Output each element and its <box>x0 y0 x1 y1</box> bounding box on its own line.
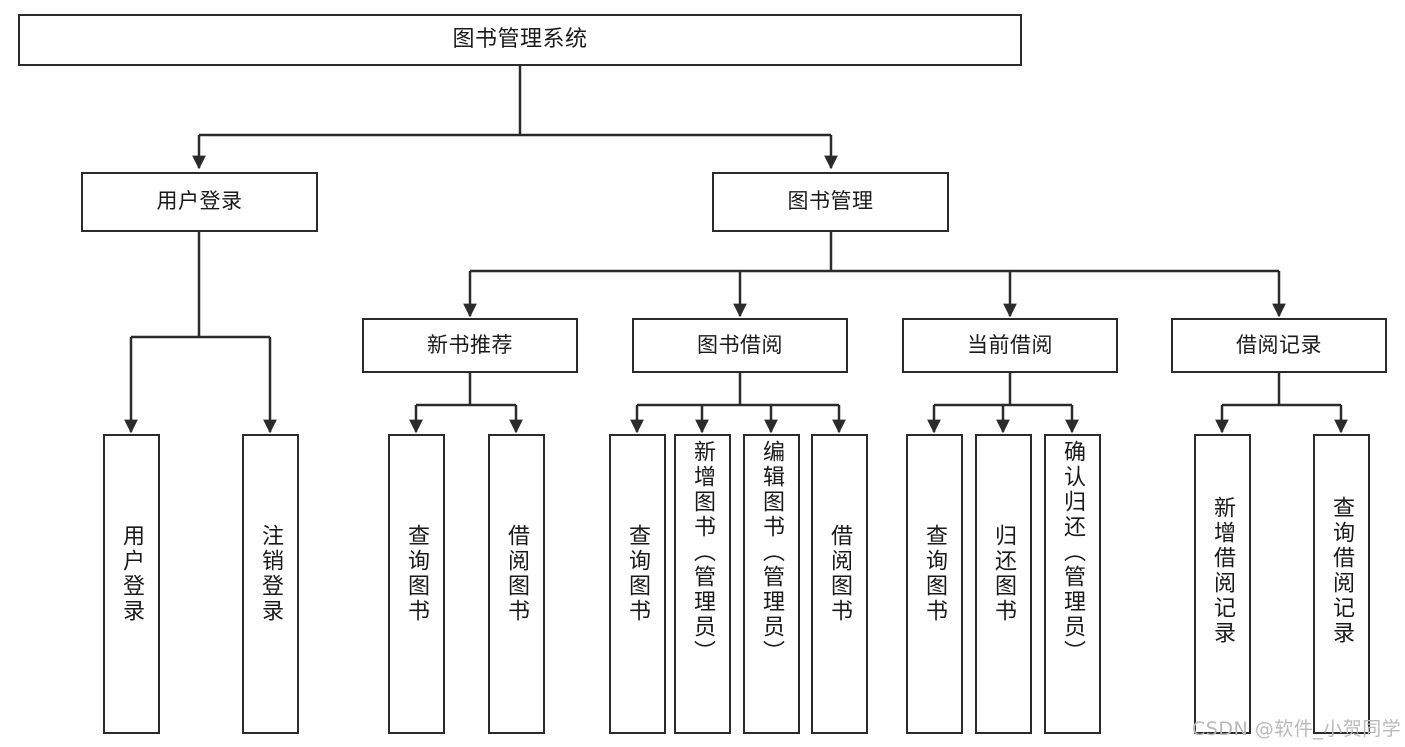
node-current-borrow[interactable]: 当前借阅 <box>902 318 1118 373</box>
node-label: 用户登录 <box>119 524 145 624</box>
node-label: 借阅记录 <box>1236 332 1322 357</box>
node-label: 图书管理 <box>787 189 874 214</box>
leaf-user-login[interactable]: 用户登录 <box>103 434 160 734</box>
node-label: 用户登录 <box>156 189 243 214</box>
node-label: 新书推荐 <box>427 332 513 357</box>
node-user-login[interactable]: 用户登录 <box>81 172 318 232</box>
node-root-system[interactable]: 图书管理系统 <box>18 14 1022 66</box>
node-label: 借阅图书 <box>504 524 530 624</box>
leaf-current-confirm-return-admin[interactable]: 确认归还（管理员） <box>1044 434 1101 734</box>
node-book-borrow[interactable]: 图书借阅 <box>632 318 848 373</box>
node-label: 查询图书 <box>922 524 948 624</box>
node-new-book-recommend[interactable]: 新书推荐 <box>362 318 578 373</box>
node-label: 查询图书 <box>625 524 651 624</box>
node-label: 新增借阅记录 <box>1210 496 1236 646</box>
node-book-management[interactable]: 图书管理 <box>712 172 949 232</box>
node-label: 编辑图书（管理员） <box>759 440 785 665</box>
leaf-borrow-borrow-book[interactable]: 借阅图书 <box>811 434 868 734</box>
node-label: 归还图书 <box>991 524 1017 624</box>
leaf-record-query-record[interactable]: 查询借阅记录 <box>1313 434 1370 734</box>
csdn-watermark: CSDN @软件_小贺同学 <box>1192 718 1402 740</box>
leaf-current-query-book[interactable]: 查询图书 <box>906 434 963 734</box>
node-label: 新增图书（管理员） <box>690 440 716 665</box>
node-label: 确认归还（管理员） <box>1060 440 1086 665</box>
leaf-borrow-edit-book-admin[interactable]: 编辑图书（管理员） <box>743 434 800 734</box>
node-label: 注销登录 <box>258 524 284 624</box>
leaf-newbook-borrow-book[interactable]: 借阅图书 <box>488 434 545 734</box>
leaf-borrow-query-book[interactable]: 查询图书 <box>609 434 666 734</box>
node-label: 图书借阅 <box>697 332 783 357</box>
node-label: 借阅图书 <box>827 524 853 624</box>
node-label: 查询图书 <box>404 524 430 624</box>
leaf-newbook-query-book[interactable]: 查询图书 <box>388 434 445 734</box>
node-label: 当前借阅 <box>967 332 1053 357</box>
node-borrow-record[interactable]: 借阅记录 <box>1171 318 1387 373</box>
node-label: 查询借阅记录 <box>1329 496 1355 646</box>
leaf-borrow-add-book-admin[interactable]: 新增图书（管理员） <box>674 434 731 734</box>
leaf-record-add-record[interactable]: 新增借阅记录 <box>1194 434 1251 734</box>
leaf-current-return-book[interactable]: 归还图书 <box>975 434 1032 734</box>
leaf-user-logout[interactable]: 注销登录 <box>242 434 299 734</box>
node-label: 图书管理系统 <box>452 27 588 53</box>
